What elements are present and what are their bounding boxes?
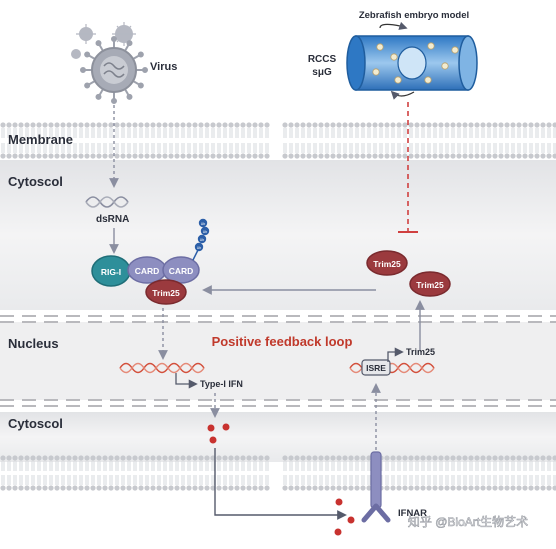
ifn-secretion-arrow — [214, 448, 347, 520]
nuclear-envelope — [0, 315, 556, 407]
trim25-a-label: Trim25 — [373, 259, 401, 269]
trim25-protein-a — [366, 250, 408, 276]
ifn-transcription-arrow — [175, 373, 198, 389]
label-membrane: Membrane — [8, 132, 73, 147]
smug-label: sμG — [312, 67, 332, 78]
ub-tag-1-label: Ub — [197, 246, 202, 250]
trim25-protein-b — [409, 271, 451, 297]
isre-box — [361, 359, 391, 376]
trim25-b-label: Trim25 — [416, 280, 444, 290]
ub-tag-1 — [194, 242, 204, 252]
label-cytosol-top: Cytoscol — [8, 174, 63, 189]
card-domain-2 — [162, 256, 200, 284]
nucleus-region — [0, 322, 556, 400]
card-1-label: CARD — [135, 266, 160, 276]
ifnar-label: IFNAR — [398, 508, 427, 519]
positive-feedback-loop-label: Positive feedback loop — [212, 334, 353, 349]
rig-i-complex — [91, 255, 200, 305]
ifn-molecules — [207, 423, 230, 444]
rig-i-label: RIG-I — [101, 267, 121, 277]
rccs-label: RCCS — [308, 54, 337, 65]
cytosol-bottom-region — [0, 412, 556, 462]
dsrna-helix-icon — [85, 196, 129, 208]
ub-tag-4-label: Ub — [201, 222, 206, 226]
virus-label: Virus — [150, 61, 177, 73]
trim25-protein-complex — [145, 279, 187, 305]
ifnar-receptor-icon — [361, 451, 391, 523]
trim25-gene-label: Trim25 — [406, 347, 435, 357]
cytosol-top-region — [0, 160, 556, 310]
label-cytosol-bottom: Cytoscol — [8, 416, 63, 431]
trim25-transcription-arrow — [387, 347, 404, 362]
ub-tag-2 — [197, 234, 207, 244]
label-nucleus: Nucleus — [8, 336, 59, 351]
trim25-complex-label: Trim25 — [152, 288, 180, 298]
ub-tag-3 — [200, 226, 210, 236]
rccs-bioreactor-icon — [346, 21, 478, 100]
isre-label: ISRE — [366, 363, 386, 373]
watermark: 知乎 @BioArt生物艺术 — [408, 515, 528, 529]
ub-tag-2-label: Ub — [200, 238, 205, 242]
ub-tag-3-label: Ub — [203, 230, 208, 234]
type-i-ifn-label: Type-I IFN — [200, 379, 243, 389]
ubiquitin-chain — [192, 218, 210, 261]
bottom-membrane — [0, 455, 556, 491]
virus-icon — [80, 36, 148, 104]
ifn-gene-dna-icon — [119, 362, 205, 374]
ub-tag-4 — [198, 218, 208, 228]
top-membrane — [0, 122, 556, 159]
zebrafish-model-label: Zebrafish embryo model — [359, 10, 469, 21]
dsrna-label: dsRNA — [96, 214, 129, 225]
card-2-label: CARD — [169, 266, 194, 276]
small-virus-spikes — [76, 22, 136, 46]
extracellular-ifn-molecules — [334, 498, 355, 536]
